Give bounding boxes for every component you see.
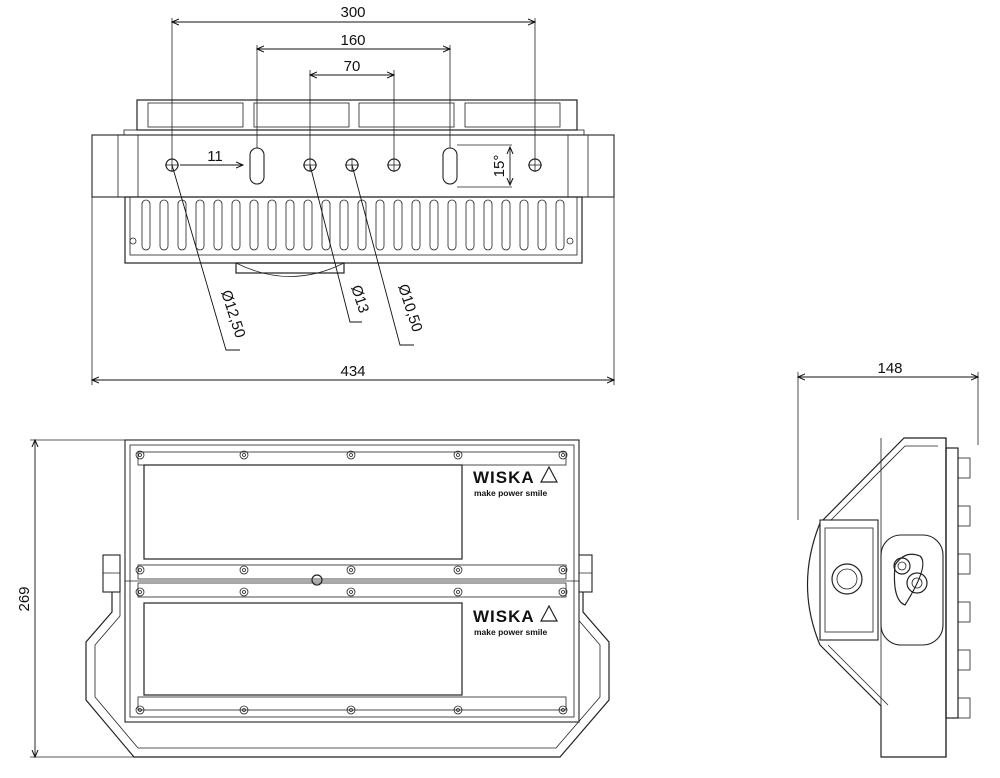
heatsink-fin (267, 199, 277, 251)
heatsink-fin (429, 199, 439, 251)
svg-text:make power smile: make power smile (474, 488, 548, 498)
heatsink-fin (537, 199, 547, 251)
side-fin (957, 649, 971, 671)
side-fin (957, 457, 971, 479)
screw (558, 587, 568, 597)
screw (453, 450, 463, 460)
side-fin (957, 697, 971, 719)
heatsink-fin (519, 199, 529, 251)
heatsink-fin (213, 199, 223, 251)
wiska-logo: WISKA make power smile (473, 604, 558, 637)
heatsink-fin (357, 199, 367, 251)
screw (346, 587, 356, 597)
led-panel (143, 602, 463, 696)
dim-269: 269 (16, 586, 33, 611)
top-view: 300 160 70 434 11 15° Ø12,50 Ø13 Ø10,50 (92, 4, 614, 385)
screw (453, 587, 463, 597)
svg-text:make power smile: make power smile (474, 627, 548, 637)
dim-angle-15: 15° (491, 155, 508, 178)
screw (239, 565, 249, 575)
heatsink-fin (411, 199, 421, 251)
side-fin (957, 553, 971, 575)
heatsink-fin (231, 199, 241, 251)
screw (453, 705, 463, 715)
heatsink-fin (321, 199, 331, 251)
svg-text:WISKA: WISKA (473, 468, 535, 487)
heatsink-fin (339, 199, 349, 251)
dim-hole-10-50: Ø10,50 (394, 282, 425, 334)
screw (346, 565, 356, 575)
screw (135, 565, 145, 575)
heatsink-fin (141, 199, 151, 251)
mounting-hole (387, 158, 401, 172)
screw (558, 705, 568, 715)
screw (239, 705, 249, 715)
screw (135, 587, 145, 597)
mounting-slot (249, 147, 265, 185)
dim-70: 70 (344, 58, 361, 75)
heatsink-fin (303, 199, 313, 251)
screw (558, 565, 568, 575)
heatsink-fin (393, 199, 403, 251)
dim-hole-13: Ø13 (347, 283, 372, 315)
mounting-hole (528, 158, 542, 172)
screw (558, 450, 568, 460)
side-view: 148 (798, 360, 978, 758)
heatsink-fin (465, 199, 475, 251)
heatsink-fin (285, 199, 295, 251)
svg-text:WISKA: WISKA (473, 607, 535, 626)
side-fin (957, 505, 971, 527)
heatsink-fin (375, 199, 385, 251)
dim-434: 434 (340, 363, 365, 380)
heatsink-fin (483, 199, 493, 251)
screw (346, 705, 356, 715)
screw (453, 565, 463, 575)
dim-hole-12-50: Ø12,50 (217, 288, 248, 340)
heatsink-fin (501, 199, 511, 251)
heatsink-fin (159, 199, 169, 251)
screw (135, 450, 145, 460)
dim-300: 300 (340, 4, 365, 21)
wiska-logo: WISKA make power smile (473, 465, 558, 498)
heatsink-fin (249, 199, 259, 251)
heatsink-fin (447, 199, 457, 251)
mounting-slot (442, 147, 458, 185)
screw (135, 705, 145, 715)
side-fin (957, 601, 971, 623)
front-view: WISKA make power smile WISKA make power … (16, 440, 610, 757)
screw (346, 450, 356, 460)
heatsink-fin (555, 199, 565, 251)
dim-148: 148 (877, 360, 902, 377)
screw (239, 450, 249, 460)
screw (239, 587, 249, 597)
dim-11: 11 (207, 148, 223, 165)
heatsink-fin (195, 199, 205, 251)
dim-160: 160 (340, 32, 365, 49)
led-panel (143, 464, 463, 560)
